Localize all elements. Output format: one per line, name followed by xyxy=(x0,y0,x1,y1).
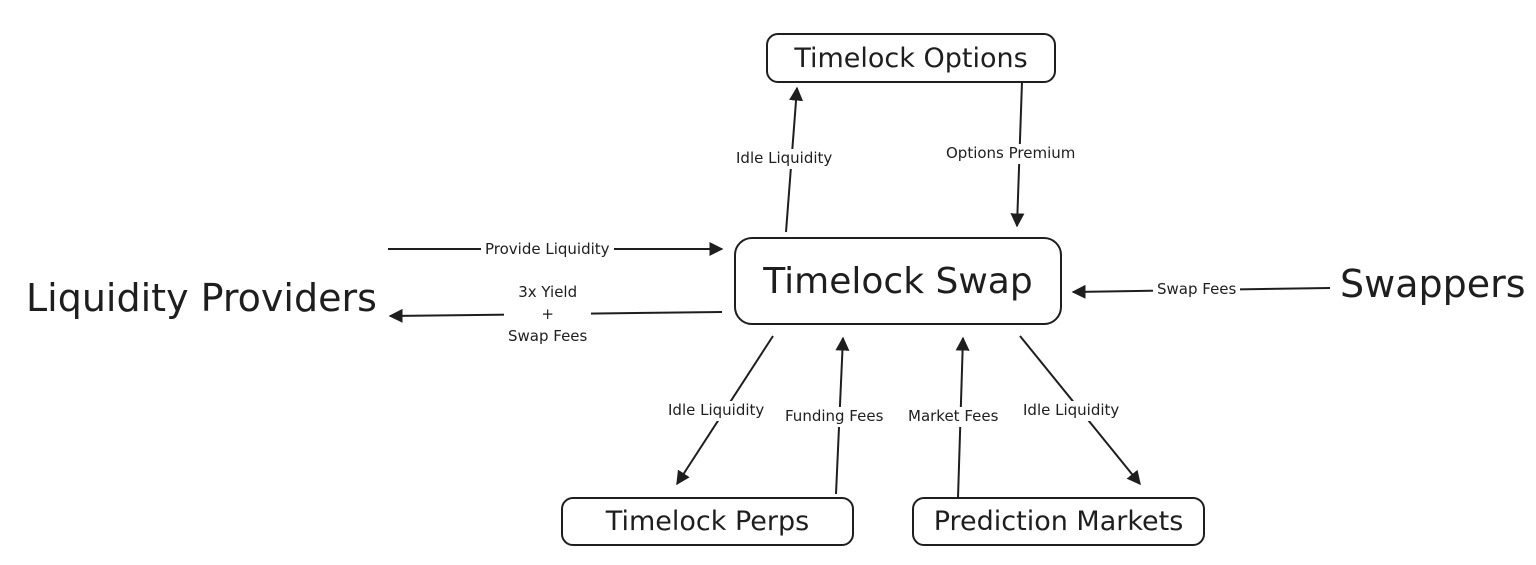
label-yield-line3: Swap Fees xyxy=(508,326,588,345)
node-prediction-markets: Prediction Markets xyxy=(912,497,1205,546)
label-market-fees: Market Fees xyxy=(904,407,1003,427)
label-markets-idle-liquidity: Idle Liquidity xyxy=(1019,401,1124,421)
label-perps-idle-liquidity: Idle Liquidity xyxy=(664,401,769,421)
label-funding-fees: Funding Fees xyxy=(781,407,888,427)
label-yield-line1: 3x Yield xyxy=(518,283,578,301)
label-yield: 3x Yield + Swap Fees xyxy=(504,282,592,348)
node-timelock-options: Timelock Options xyxy=(766,33,1056,83)
label-provide-liquidity: Provide Liquidity xyxy=(481,240,614,260)
label-options-premium: Options Premium xyxy=(942,144,1080,164)
node-timelock-swap: Timelock Swap xyxy=(734,237,1062,325)
label-yield-line2: + xyxy=(541,304,554,323)
label-swap-fees: Swap Fees xyxy=(1153,280,1241,300)
label-options-idle-liquidity: Idle Liquidity xyxy=(732,149,837,169)
actor-swappers: Swappers xyxy=(1340,262,1526,306)
node-timelock-perps: Timelock Perps xyxy=(561,497,854,546)
actor-liquidity-providers: Liquidity Providers xyxy=(26,276,377,320)
